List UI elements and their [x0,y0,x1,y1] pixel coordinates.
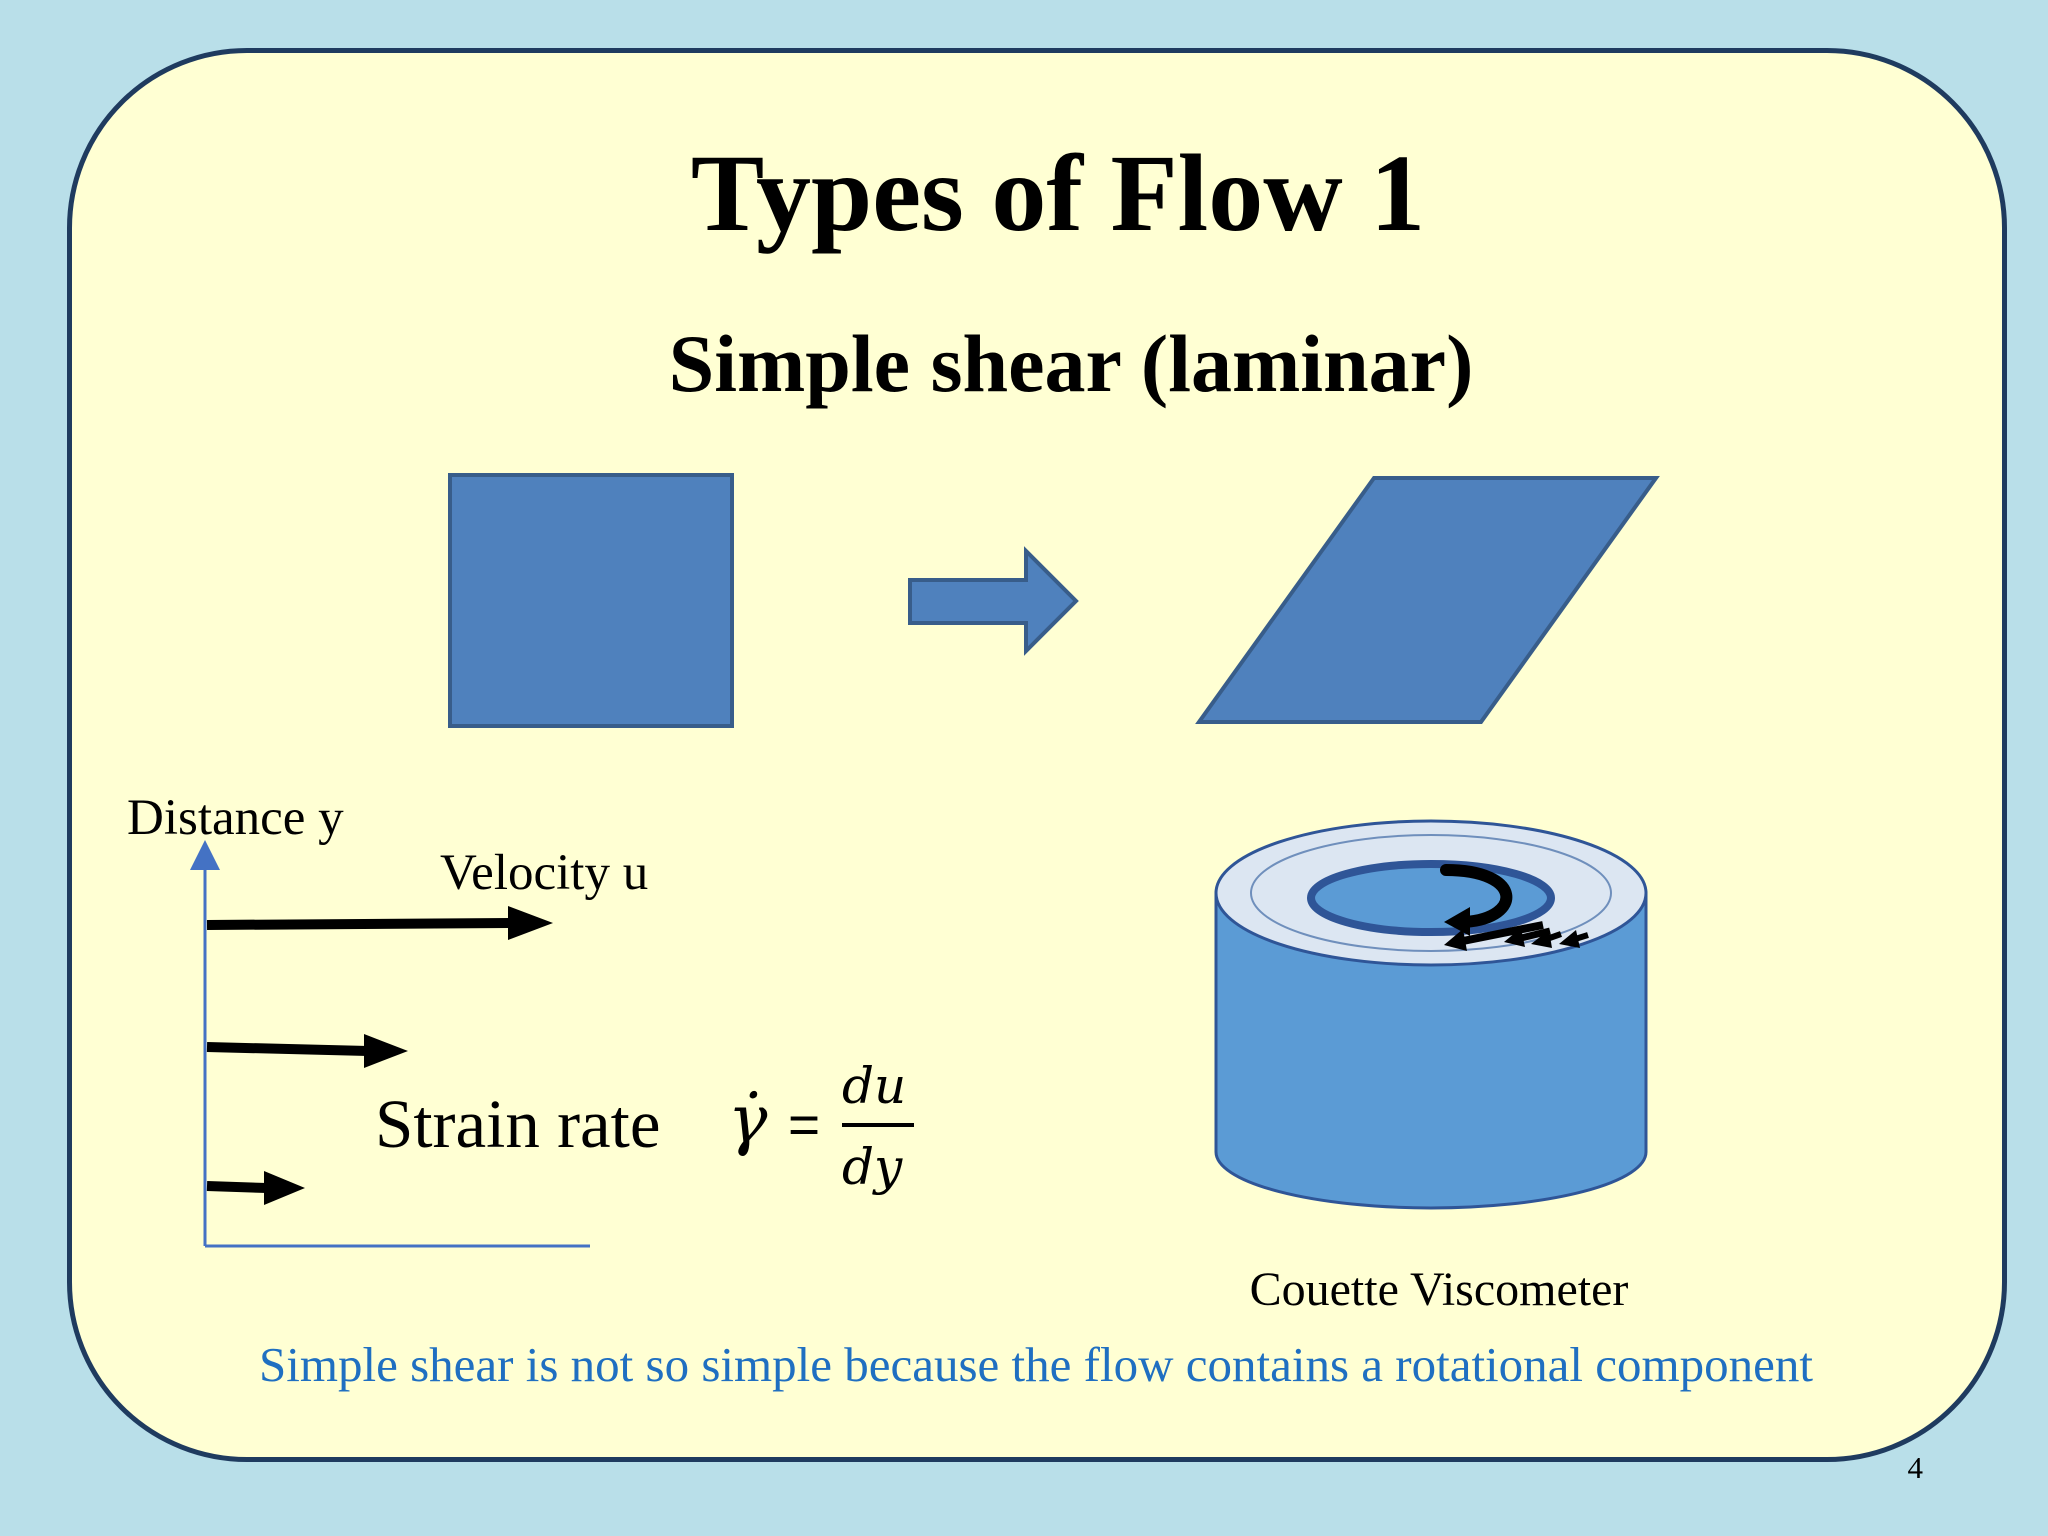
rotation-arrow-icon [1440,864,1513,928]
slide-card [67,48,2007,1462]
transform-arrow-icon [908,546,1079,656]
shear-flow-arrows [1444,921,1589,951]
viscometer-inner-rim [1250,834,1612,952]
viscometer-caption: Couette Viscometer [1249,1263,1629,1316]
strain-rate-label: Strain rate [375,1086,661,1162]
rotational-component-note: Simple shear is not so simple because th… [258,1337,1814,1392]
viscometer-body [1214,891,1648,1210]
distance-axis-label: Distance y [127,790,344,846]
slide-subtitle: Simple shear (laminar) [668,318,1474,409]
velocity-arrow-top [206,906,553,940]
slide-title: Types of Flow 1 [690,132,1426,254]
rotation-arrow-head-icon [1444,907,1470,936]
couette-viscometer-diagram [1214,819,1648,1210]
velocity-arrow-bottom [206,1171,305,1205]
viscometer-inner-cylinder [1307,860,1555,936]
strain-rate-symbol: γ̇ [728,1081,768,1158]
velocity-arrow-middle [206,1034,408,1068]
strain-rate-denominator: dy [842,1138,903,1196]
square-shape [448,473,734,728]
page-number: 4 [1907,1450,1924,1485]
strain-rate-equals: = [788,1093,821,1155]
strain-rate-numerator: du [842,1057,907,1115]
velocity-label: Velocity u [440,845,649,901]
fraction-line [842,1123,914,1127]
sheared-parallelogram-shape [1195,476,1660,724]
